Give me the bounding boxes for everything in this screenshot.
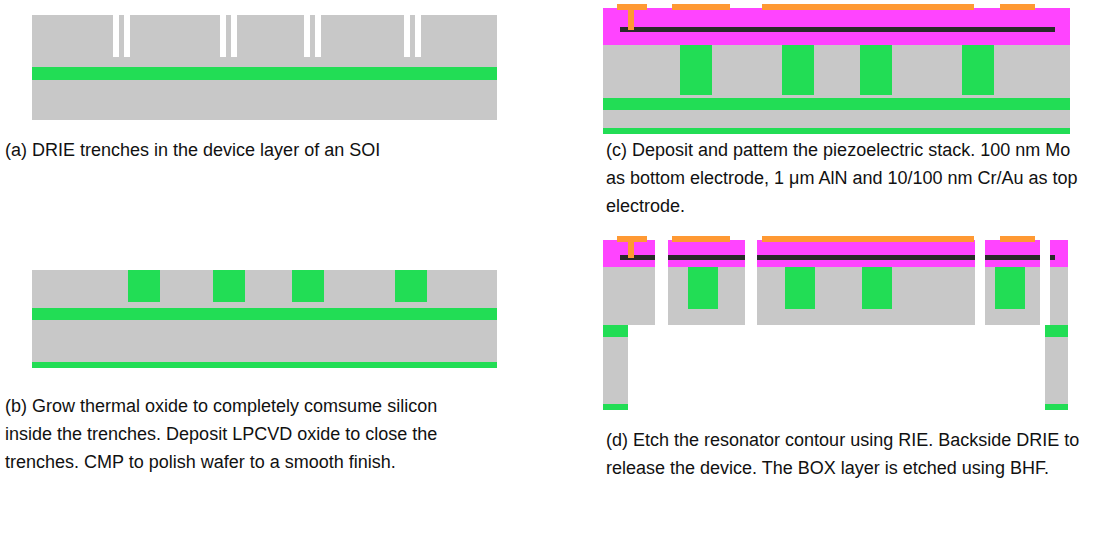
trench — [113, 15, 119, 57]
mo-electrode — [620, 255, 655, 260]
buried-oxide — [603, 98, 1070, 110]
oxide-fill — [995, 267, 1025, 309]
top-electrode — [672, 4, 730, 10]
device-silicon — [757, 267, 975, 325]
oxide-fill — [862, 267, 892, 309]
oxide-fill — [128, 270, 160, 302]
aln-layer — [985, 240, 1040, 267]
mo-electrode — [985, 255, 1040, 260]
trench — [231, 15, 237, 57]
oxide-fill — [688, 267, 718, 309]
aln-layer — [757, 240, 975, 267]
aln-layer — [1050, 240, 1068, 267]
via — [628, 236, 634, 258]
backside-oxide — [603, 128, 1070, 134]
step-caption: (c) Deposit and pattem the piezoelectric… — [606, 136, 1084, 220]
oxide-fill — [785, 267, 815, 309]
backside-oxide — [1045, 404, 1068, 410]
step-caption: (b) Grow thermal oxide to completely com… — [5, 392, 445, 476]
buried-oxide — [603, 325, 628, 337]
silicon-wafer — [32, 270, 497, 368]
trench — [404, 15, 410, 57]
backside-oxide — [32, 362, 497, 368]
top-electrode — [1000, 4, 1035, 10]
silicon-wafer — [32, 15, 497, 120]
top-electrode — [672, 236, 730, 242]
trench — [315, 15, 321, 57]
oxide-fill — [962, 45, 994, 95]
mo-electrode — [1050, 255, 1055, 260]
oxide-fill — [680, 45, 712, 95]
oxide-fill — [860, 45, 892, 95]
device-silicon — [668, 267, 745, 325]
top-electrode — [762, 236, 974, 242]
trench — [304, 15, 310, 57]
oxide-fill — [213, 270, 245, 302]
buried-oxide — [1045, 325, 1068, 337]
aln-layer — [668, 240, 745, 267]
handle-leg — [1045, 325, 1068, 410]
device-silicon — [603, 267, 655, 325]
device-silicon — [1050, 267, 1068, 325]
backside-oxide — [603, 404, 628, 410]
trench — [415, 15, 421, 57]
handle-leg — [603, 325, 628, 410]
oxide-fill — [782, 45, 814, 95]
top-electrode — [1000, 236, 1035, 242]
silicon-wafer — [603, 10, 1070, 128]
top-electrode — [762, 4, 974, 10]
device-silicon — [985, 267, 1040, 325]
step-caption: (a) DRIE trenches in the device layer of… — [5, 136, 485, 164]
oxide-fill — [395, 270, 427, 302]
buried-oxide — [32, 308, 497, 320]
trench — [220, 15, 226, 57]
mo-electrode — [757, 255, 975, 260]
step-caption: (d) Etch the resonator contour using RIE… — [606, 426, 1084, 482]
mo-electrode — [668, 255, 745, 260]
trench — [124, 15, 130, 57]
buried-oxide — [32, 67, 497, 80]
oxide-fill — [292, 270, 324, 302]
aln-layer — [603, 8, 1070, 45]
mo-electrode — [620, 27, 1055, 32]
via — [628, 4, 634, 30]
